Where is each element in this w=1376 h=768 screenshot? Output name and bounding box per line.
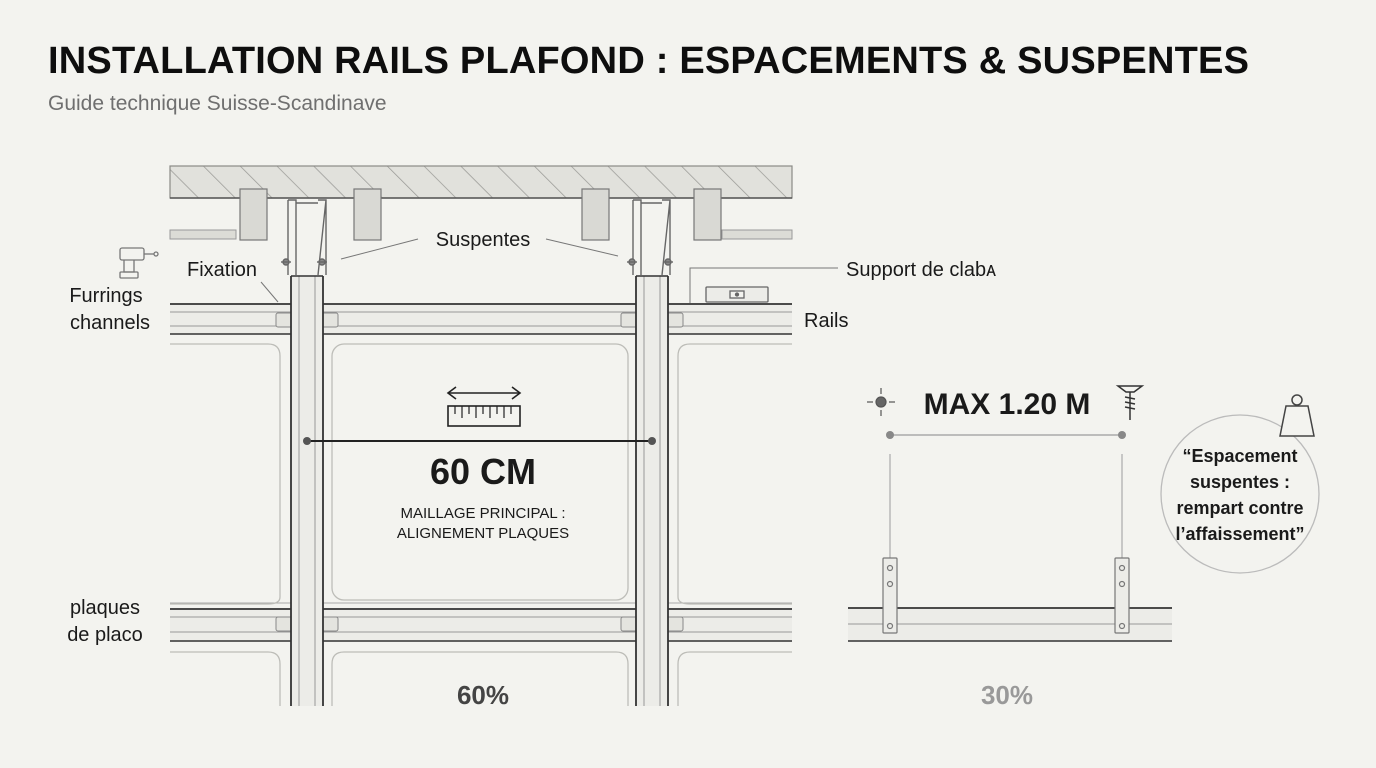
channel-left bbox=[290, 275, 324, 706]
percent-left: 60% bbox=[457, 680, 509, 710]
page-title: INSTALLATION RAILS PLAFOND : ESPACEMENTS… bbox=[48, 40, 1250, 82]
joist-blocks bbox=[239, 188, 722, 241]
max-spacing-dimension bbox=[886, 431, 1126, 560]
label-plaques-line2: de placo bbox=[67, 624, 143, 646]
spacing-caption-line1: MAILLAGE PRINCIPAL : bbox=[400, 505, 565, 522]
rail-bottom bbox=[170, 602, 792, 642]
label-plaques-line1: plaques bbox=[70, 597, 140, 619]
spacing-dimension bbox=[303, 437, 656, 445]
leader-lines bbox=[260, 238, 838, 303]
label-rails: Rails bbox=[804, 310, 848, 332]
label-furrings-line2: channels bbox=[70, 312, 150, 334]
label-support: Support de clabᴀ bbox=[846, 259, 996, 281]
quote-line1: “Espacement bbox=[1182, 446, 1297, 466]
drill-icon bbox=[119, 247, 159, 279]
max-spacing-label: MAX 1.20 M bbox=[924, 388, 1091, 421]
label-suspentes: Suspentes bbox=[436, 229, 531, 251]
hanger-left bbox=[281, 199, 327, 276]
page-subtitle: Guide technique Suisse-Scandinave bbox=[48, 92, 387, 115]
ruler-icon bbox=[446, 386, 522, 427]
quote-line2: suspentes : bbox=[1190, 472, 1290, 492]
ceiling-slab bbox=[169, 165, 793, 240]
plasterboard-panels bbox=[170, 343, 792, 706]
rail-top bbox=[170, 303, 792, 335]
percent-right: 30% bbox=[981, 680, 1033, 710]
quote-line4: l’affaissement” bbox=[1175, 524, 1304, 544]
crosshair-icon bbox=[867, 388, 895, 416]
label-fixation: Fixation bbox=[187, 259, 257, 281]
spacing-caption-line2: ALIGNEMENT PLAQUES bbox=[397, 525, 569, 542]
quote-circle bbox=[1160, 414, 1320, 574]
right-hangers bbox=[882, 557, 1130, 634]
weight-icon bbox=[1279, 394, 1315, 437]
label-furrings-line1: Furrings bbox=[69, 285, 142, 307]
hanger-right bbox=[627, 199, 673, 276]
quote-line3: rempart contre bbox=[1176, 498, 1303, 518]
channel-right bbox=[635, 275, 669, 706]
screw-icon bbox=[1115, 385, 1145, 420]
spacing-value: 60 CM bbox=[430, 451, 536, 492]
level-icon bbox=[705, 286, 769, 303]
